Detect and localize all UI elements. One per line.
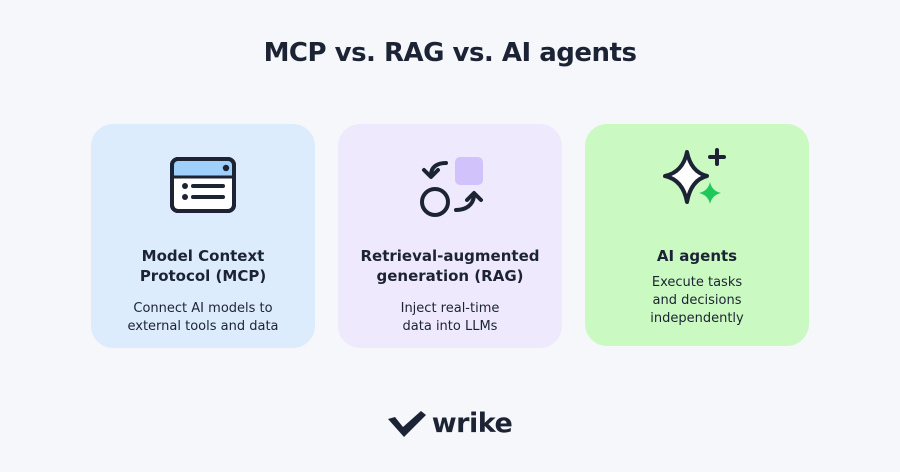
ai-agents-card-title: AI agents <box>597 246 797 266</box>
ai-agents-desc-line-3: independently <box>650 311 744 326</box>
browser-window-icon <box>170 157 236 213</box>
rag-desc-line-1: Inject real-time <box>400 301 500 316</box>
ai-agents-card-description: Execute tasks and decisions independentl… <box>602 274 792 328</box>
ai-agents-title-line-1: AI agents <box>656 247 738 265</box>
retrieval-cycle-icon <box>420 157 483 217</box>
rag-card-title: Retrieval-augmented generation (RAG) <box>350 246 550 286</box>
mcp-title-line-1: Model Context <box>141 247 265 265</box>
rag-title-line-1: Retrieval-augmented <box>360 247 540 265</box>
ai-agents-desc-line-1: Execute tasks <box>651 275 743 290</box>
wrike-logo: wrike <box>0 408 900 439</box>
wrike-logo-text: wrike <box>431 408 513 439</box>
mcp-desc-line-2: external tools and data <box>127 319 279 334</box>
rag-card: Retrieval-augmented generation (RAG) Inj… <box>338 124 562 348</box>
mcp-card: Model Context Protocol (MCP) Connect AI … <box>91 124 315 348</box>
mcp-card-description: Connect AI models to external tools and … <box>108 300 298 336</box>
ai-agents-desc-line-2: and decisions <box>652 293 742 308</box>
rag-card-description: Inject real-time data into LLMs <box>355 300 545 336</box>
mcp-card-title: Model Context Protocol (MCP) <box>103 246 303 286</box>
rag-desc-line-2: data into LLMs <box>402 319 498 334</box>
page-title: MCP vs. RAG vs. AI agents <box>263 38 637 68</box>
rag-title-line-2: generation (RAG) <box>376 267 524 285</box>
mcp-title-line-2: Protocol (MCP) <box>139 267 267 285</box>
sparkle-icon <box>663 148 726 204</box>
wrike-checkmark-logo <box>387 410 426 437</box>
ai-agents-card: AI agents Execute tasks and decisions in… <box>585 124 809 346</box>
mcp-desc-line-1: Connect AI models to <box>133 301 273 316</box>
